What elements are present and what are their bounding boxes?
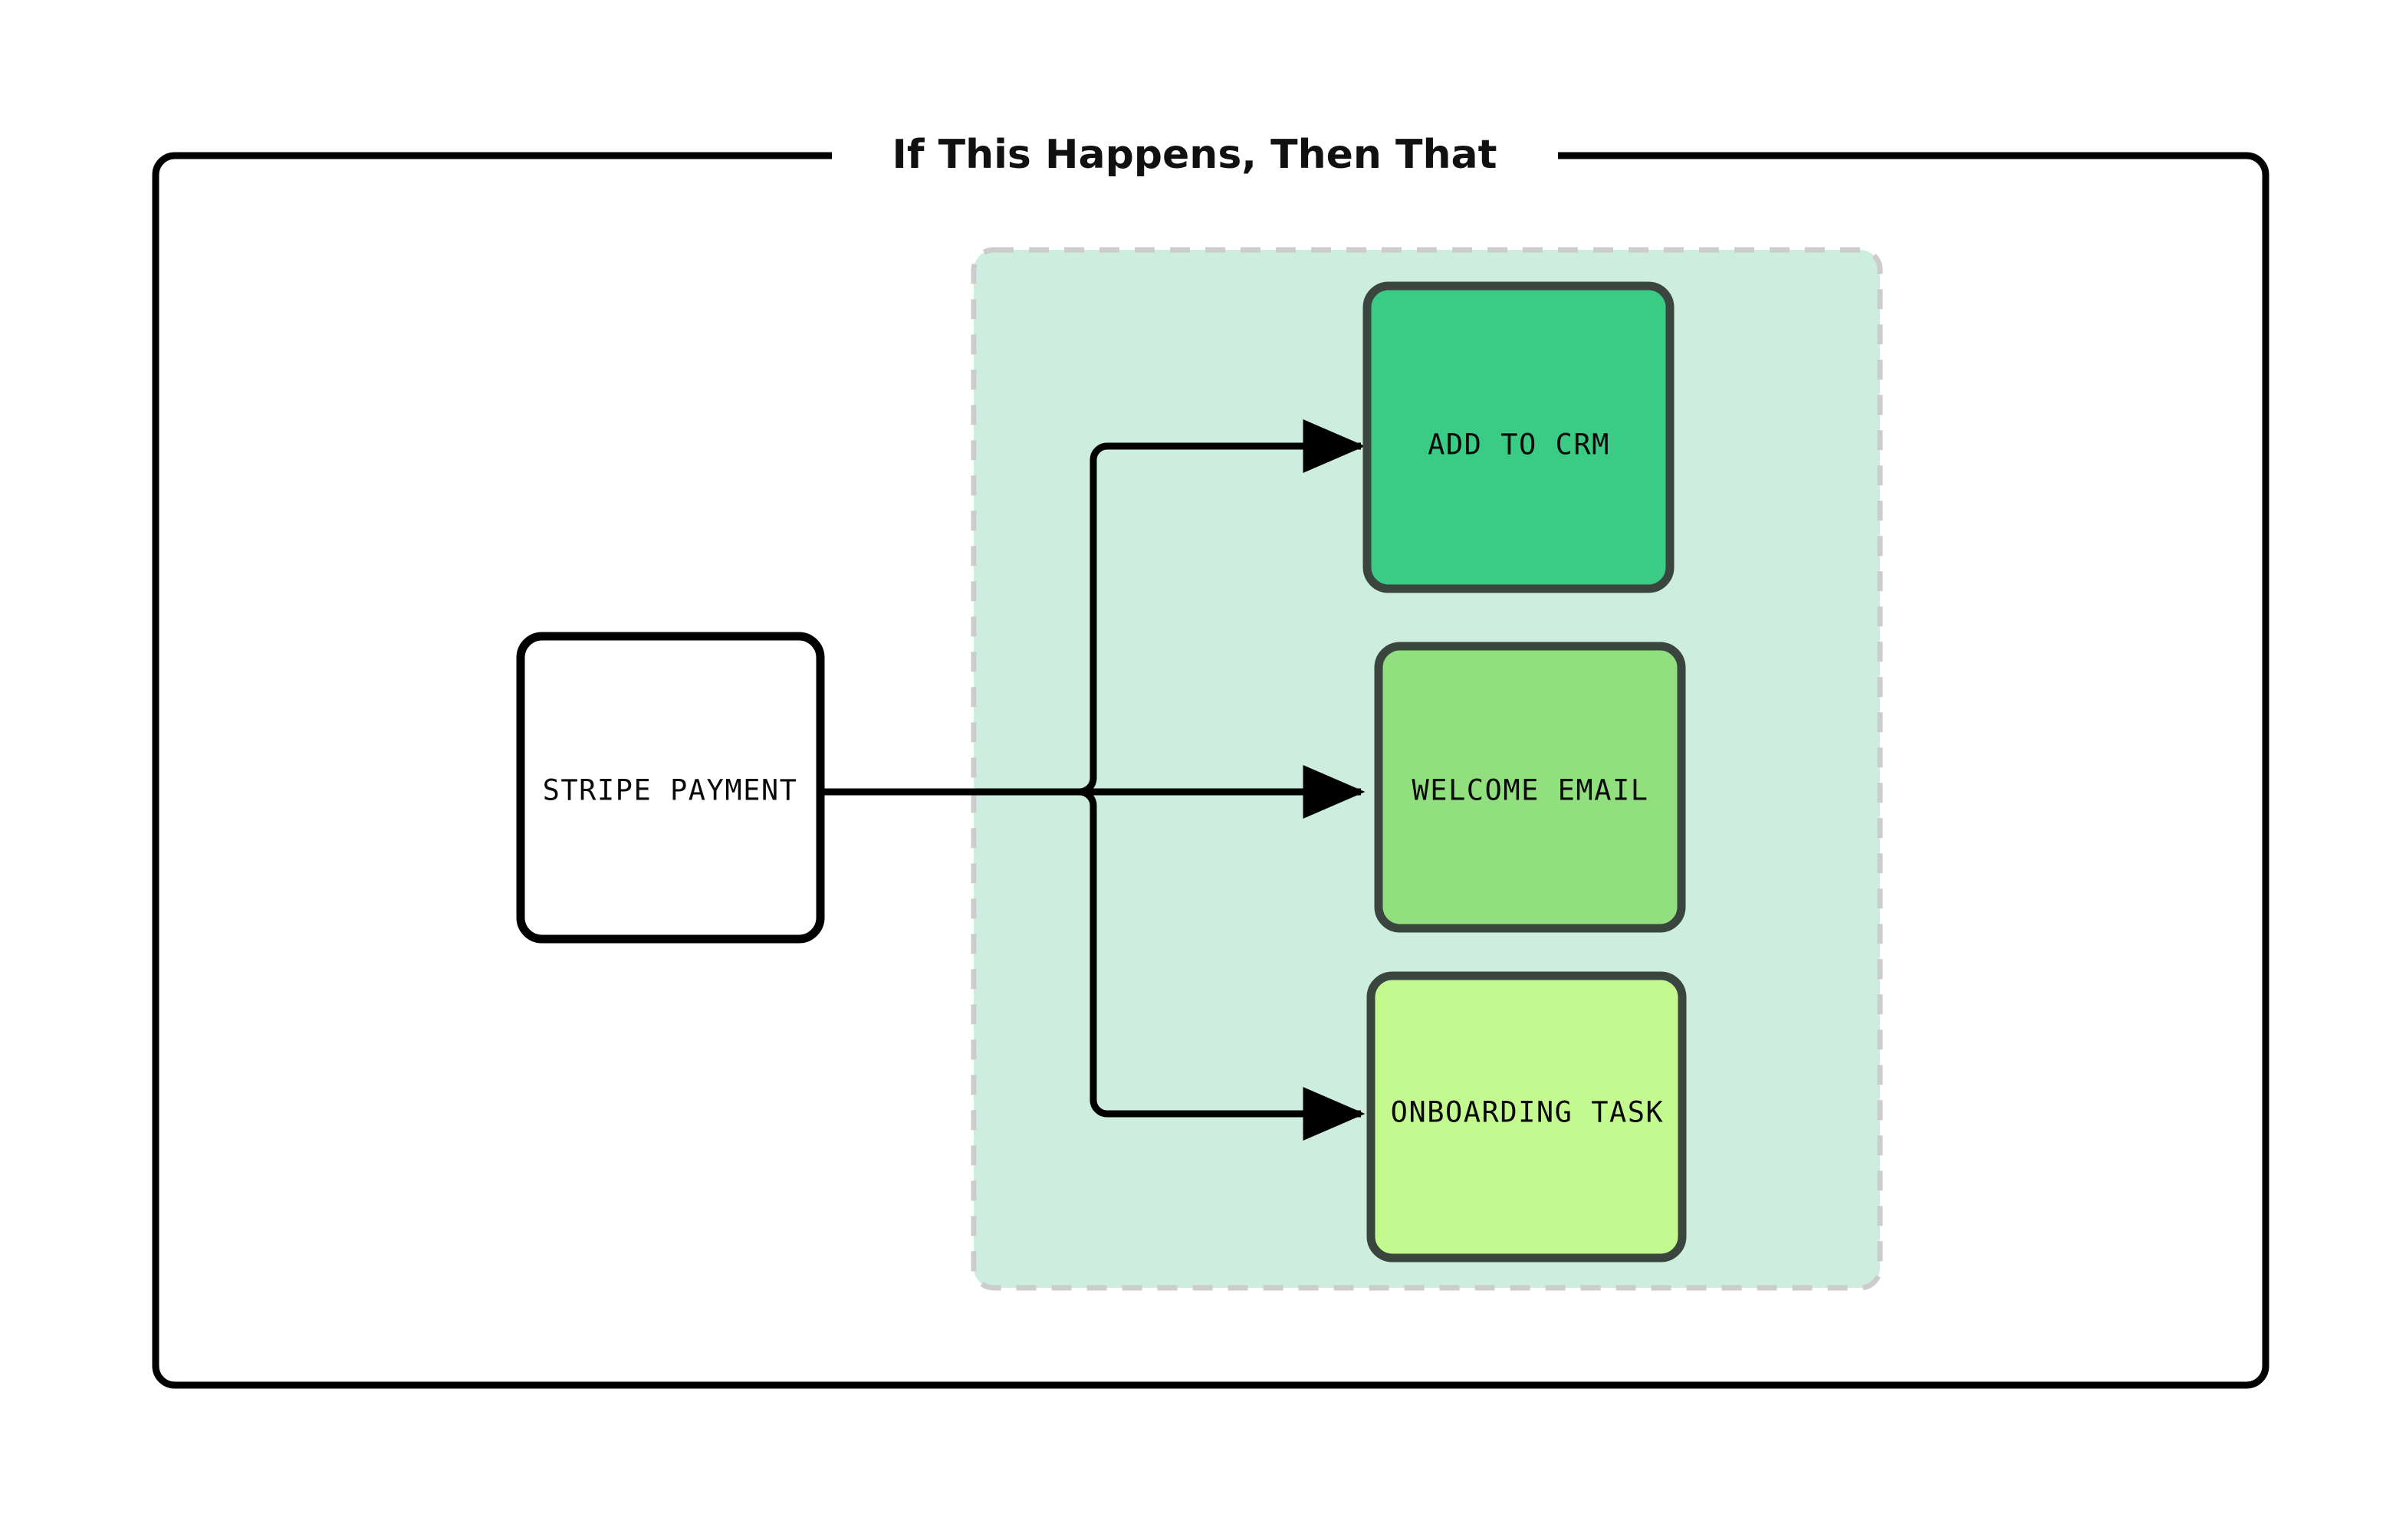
frame-border-left-segment: [152, 152, 2269, 1389]
node-welcome-email[interactable]: WELCOME EMAIL: [1374, 642, 1686, 933]
node-stripe-payment-label: STRIPE PAYMENT: [543, 774, 798, 807]
node-add-to-crm-label: ADD TO CRM: [1428, 429, 1610, 461]
node-onboarding-task-box[interactable]: [1366, 971, 1687, 1263]
node-onboarding-task[interactable]: ONBOARDING TASK: [1366, 971, 1687, 1263]
edge-layer: [818, 419, 1366, 1141]
node-add-to-crm[interactable]: ADD TO CRM: [1362, 281, 1675, 593]
node-stripe-payment[interactable]: STRIPE PAYMENT: [516, 632, 825, 944]
node-welcome-email-box[interactable]: [1374, 642, 1686, 933]
node-stripe-payment-box[interactable]: [516, 632, 825, 944]
frame-title: If This Happens, Then That: [892, 132, 1497, 178]
node-welcome-email-label: WELCOME EMAIL: [1412, 774, 1648, 807]
outer-frame: [152, 152, 2269, 1389]
edge-stripe-to-onboarding[interactable]: [818, 788, 1366, 1141]
node-add-to-crm-box[interactable]: [1362, 281, 1675, 593]
node-onboarding-task-label: ONBOARDING TASK: [1391, 1096, 1665, 1129]
